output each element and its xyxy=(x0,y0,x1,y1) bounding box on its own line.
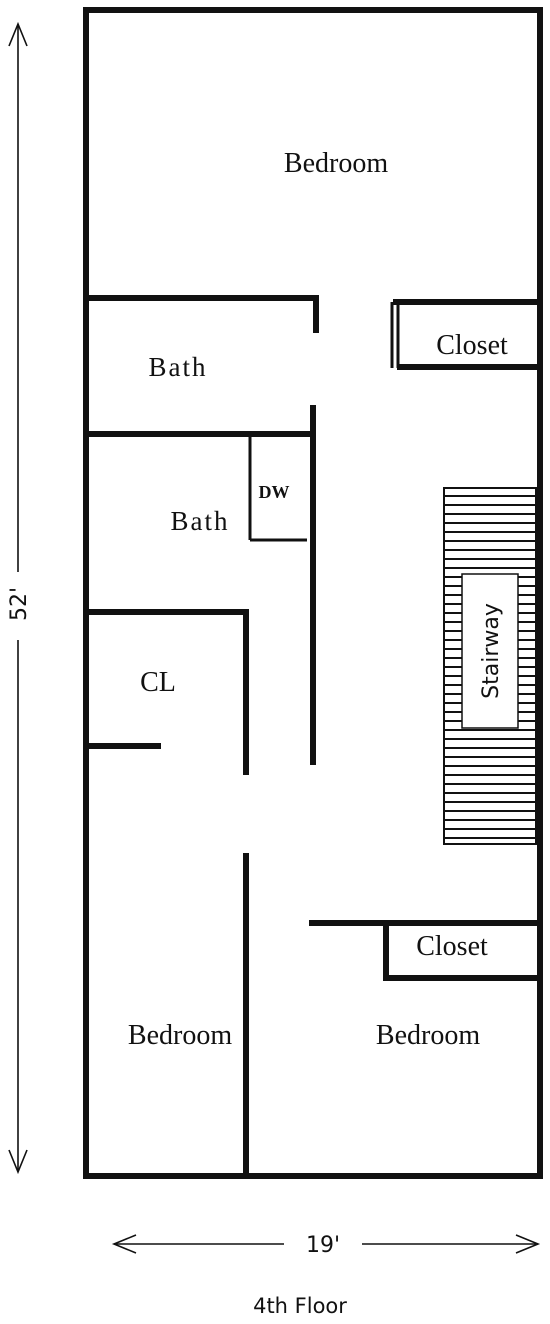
room-label-bedroom-top: Bedroom xyxy=(284,148,388,179)
stair-treads xyxy=(444,495,536,839)
stairway-label: Stairway xyxy=(479,603,504,699)
floor-caption: 4th Floor xyxy=(253,1294,347,1318)
stairway: Stairway xyxy=(443,487,537,845)
room-label-dw: DW xyxy=(259,482,290,502)
room-label-closet-lower: Closet xyxy=(416,931,488,962)
height-arrow-head-bottom xyxy=(8,1149,28,1175)
room-label-cl: CL xyxy=(140,667,176,698)
room-label-bedroom-bottom-left: Bedroom xyxy=(128,1020,232,1051)
outer-wall xyxy=(83,7,543,1179)
room-label-bath-lower: Bath xyxy=(171,506,230,536)
room-label-bedroom-bottom-right: Bedroom xyxy=(376,1020,480,1051)
width-label: 19' xyxy=(306,1233,340,1258)
room-label-bath-upper: Bath xyxy=(149,352,208,382)
height-dimension: 52' xyxy=(7,21,32,1175)
width-arrow-head-left xyxy=(111,1234,137,1254)
stairway-label-box xyxy=(461,573,519,729)
height-arrow-head-top xyxy=(8,21,28,47)
room-label-closet-upper: Closet xyxy=(436,330,508,361)
width-dimension: 19' xyxy=(111,1233,541,1258)
height-label: 52' xyxy=(7,587,32,621)
width-arrow-head-right xyxy=(515,1234,541,1254)
